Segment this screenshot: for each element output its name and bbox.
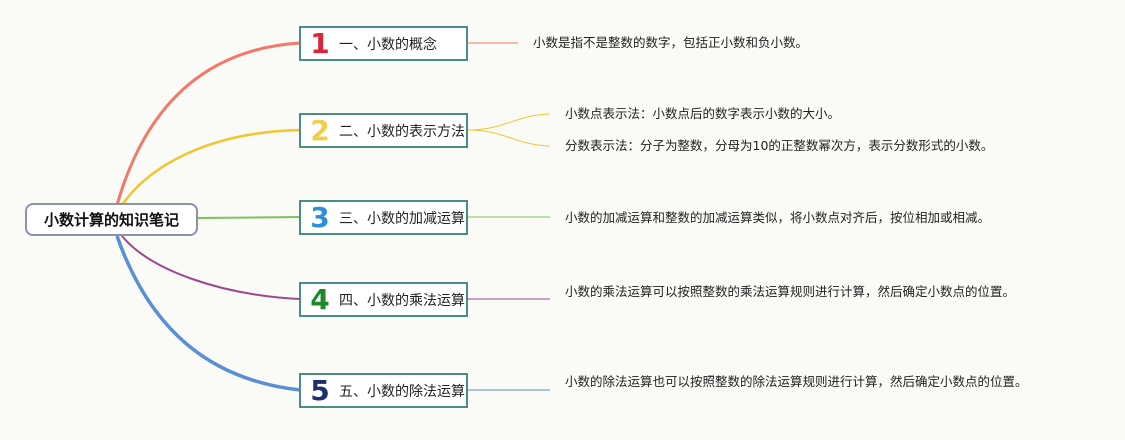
- leaf-4-1: 小数的乘法运算可以按照整数的乘法运算规则进行计算，然后确定小数点的位置。: [565, 284, 1016, 299]
- branch-label-3: 三、小数的加减运算: [339, 210, 465, 227]
- leaf-line-2a: [467, 113, 551, 131]
- connector-3: [197, 216, 301, 219]
- branch-node-5[interactable]: 5 五、小数的除法运算: [299, 373, 468, 408]
- branch-label-1: 一、小数的概念: [339, 36, 437, 53]
- root-label: 小数计算的知识笔记: [43, 211, 179, 229]
- connector-2: [120, 128, 301, 206]
- branch-node-1[interactable]: 1 一、小数的概念: [299, 26, 468, 61]
- number-badge-3: 3: [310, 200, 330, 234]
- number-badge-1: 1: [310, 26, 330, 60]
- root-node[interactable]: 小数计算的知识笔记: [25, 203, 198, 236]
- number-badge-2: 2: [310, 113, 330, 147]
- branch-label-4: 四、小数的乘法运算: [339, 292, 465, 309]
- branch-label-5: 五、小数的除法运算: [339, 383, 465, 400]
- branch-node-4[interactable]: 4 四、小数的乘法运算: [299, 282, 468, 317]
- leaf-1-1: 小数是指不是整数的数字，包括正小数和负小数。: [533, 35, 809, 50]
- leaf-5-1: 小数的除法运算也可以按照整数的除法运算规则进行计算，然后确定小数点的位置。: [565, 374, 1028, 389]
- connector-1: [115, 41, 301, 206]
- connector-4: [121, 235, 301, 300]
- branch-node-2[interactable]: 2 二、小数的表示方法: [299, 113, 468, 148]
- branch-node-3[interactable]: 3 三、小数的加减运算: [299, 200, 468, 235]
- connector-5: [115, 235, 301, 392]
- leaf-2-1: 小数点表示法：小数点后的数字表示小数的大小。: [565, 106, 841, 121]
- number-badge-5: 5: [310, 373, 330, 407]
- leaf-2-2: 分数表示法：分子为整数，分母为10的正整数幂次方，表示分数形式的小数。: [565, 138, 994, 153]
- branch-label-2: 二、小数的表示方法: [339, 123, 465, 140]
- leaf-line-2b: [467, 129, 551, 147]
- leaf-3-1: 小数的加减运算和整数的加减运算类似，将小数点对齐后，按位相加或相减。: [565, 210, 991, 225]
- number-badge-4: 4: [310, 282, 330, 316]
